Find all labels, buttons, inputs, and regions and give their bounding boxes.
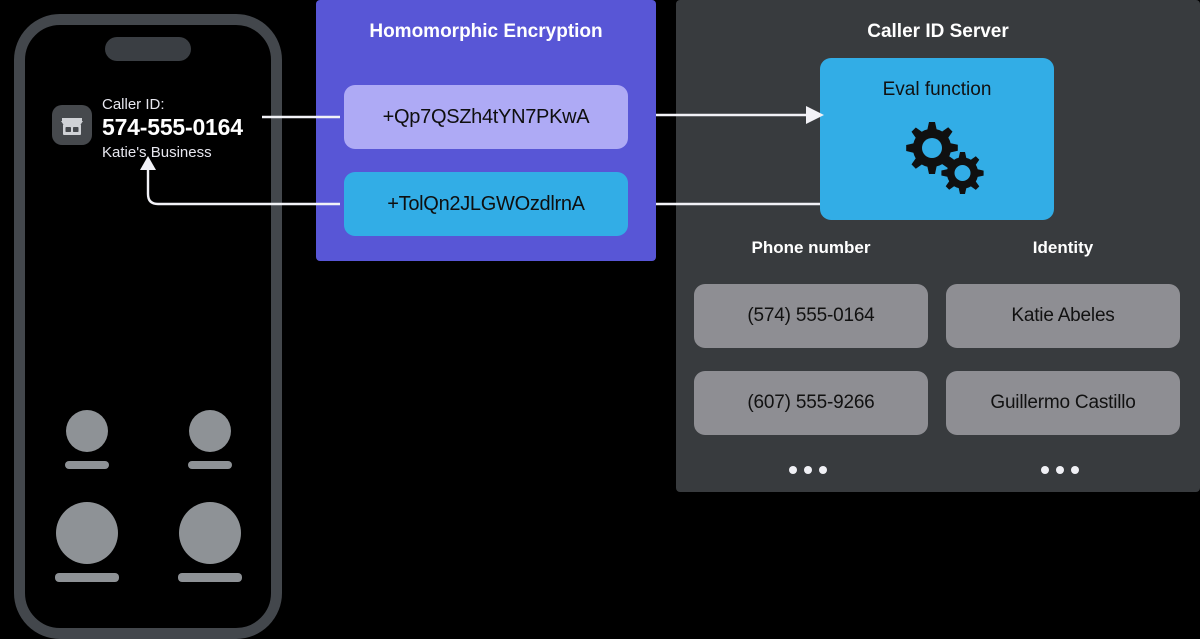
server-panel-title: Caller ID Server [867, 21, 1009, 42]
eval-function-box: Eval function [820, 58, 1054, 220]
table-cell-identity-1: Katie Abeles [946, 284, 1180, 348]
storefront-icon [52, 105, 92, 145]
avatar-placeholder-2 [187, 410, 232, 469]
gears-icon [892, 114, 988, 211]
overflow-dots-phone [789, 466, 827, 474]
avatar-head [65, 410, 108, 452]
eval-function-label: Eval function [882, 79, 992, 100]
avatar-name-bar [187, 461, 232, 469]
caller-id-server-panel: Caller ID Server Eval function Phone num… [676, 0, 1200, 492]
phone-notch [105, 37, 191, 61]
avatar-row-top [25, 410, 271, 469]
table-cell-phone-2: (607) 555-9266 [694, 371, 928, 435]
avatar-row-bottom [25, 502, 271, 582]
avatar-name-bar [64, 461, 109, 469]
avatar-name-bar [177, 573, 242, 582]
phone-device: Caller ID: 574-555-0164 Katie's Business [14, 14, 282, 639]
overflow-dots-identity [1041, 466, 1079, 474]
homomorphic-encryption-panel: Homomorphic Encryption +Qp7QSZh4tYN7PKwA… [316, 0, 656, 261]
avatar-head [188, 410, 231, 452]
avatar-name-bar [54, 573, 119, 582]
caller-id-label: Caller ID: [102, 96, 165, 113]
table-cell-phone-1: (574) 555-0164 [694, 284, 928, 348]
avatar-head [55, 502, 118, 564]
column-header-phone-number: Phone number [751, 238, 871, 257]
avatar-placeholder-3 [54, 502, 119, 582]
avatar-placeholder-4 [177, 502, 242, 582]
ciphertext-request-block: +Qp7QSZh4tYN7PKwA [344, 85, 628, 149]
avatar-head [178, 502, 241, 564]
column-header-identity: Identity [1032, 238, 1094, 257]
caller-id-number: 574-555-0164 [102, 114, 243, 140]
ciphertext-response-block: +TolQn2JLGWOzdlrnA [344, 172, 628, 236]
avatar-placeholder-1 [64, 410, 109, 469]
table-cell-identity-2: Guillermo Castillo [946, 371, 1180, 435]
caller-id-name: Katie's Business [102, 144, 212, 161]
encryption-panel-title: Homomorphic Encryption [369, 21, 603, 42]
caller-id-card: Caller ID: 574-555-0164 Katie's Business [52, 97, 243, 160]
